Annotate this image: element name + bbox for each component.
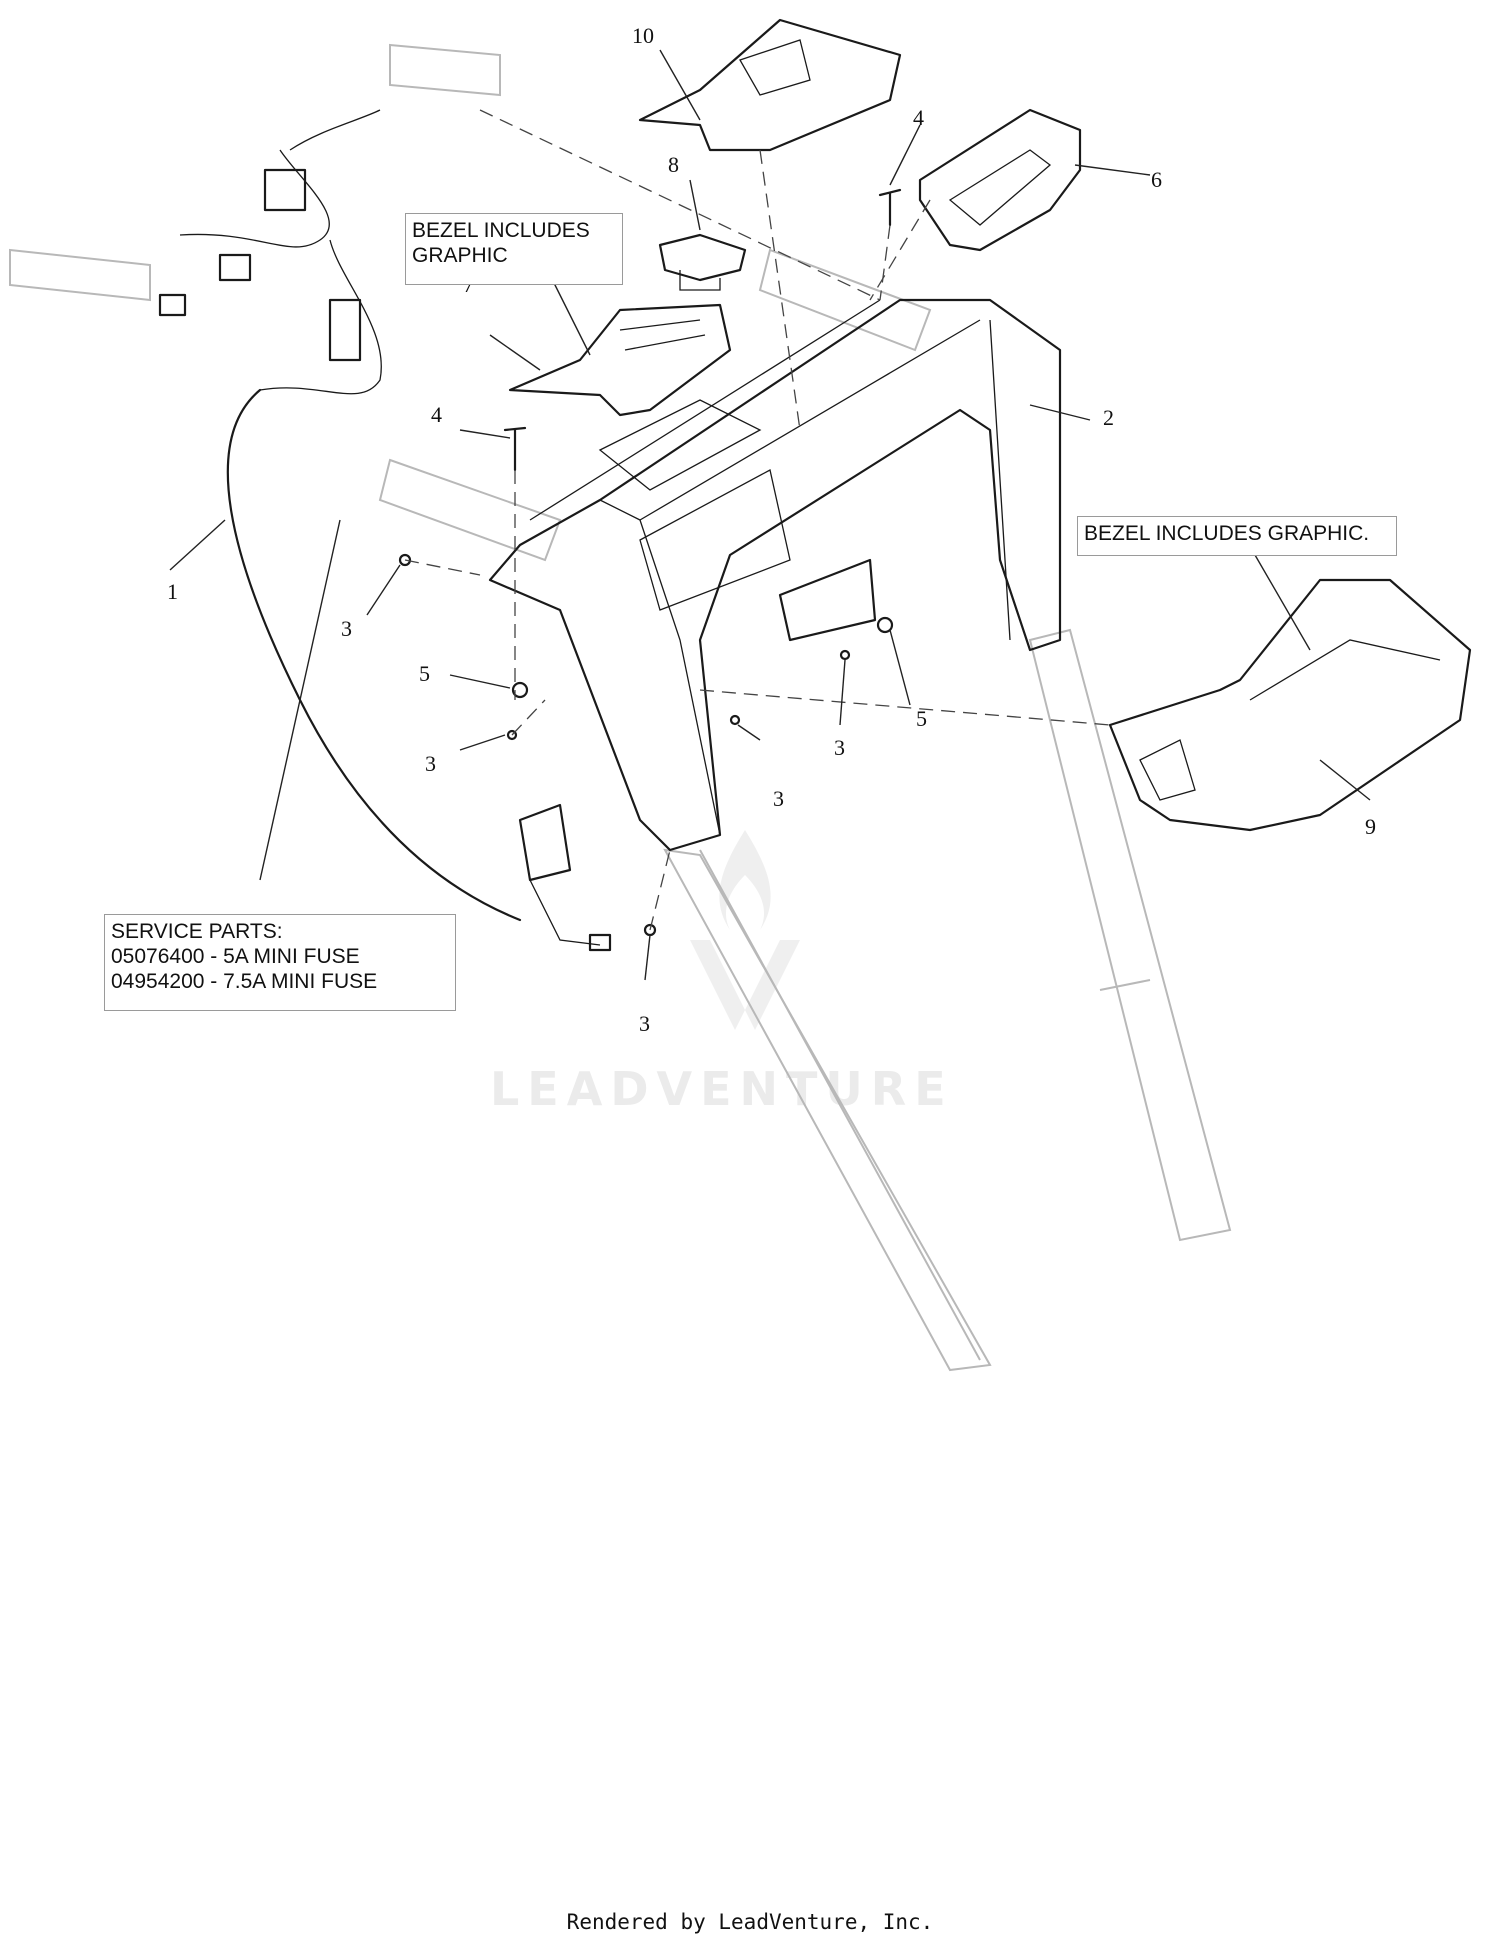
callout-numbers: 10 4 8 6 7 4 2 1 3 5 3 3 3 5 9 3 bbox=[167, 23, 1376, 1036]
watermark-text: LEADVENTURE bbox=[490, 1062, 954, 1116]
callout-1: 1 bbox=[167, 579, 178, 604]
note-bezel-includes-graphic-top: BEZEL INCLUDES GRAPHIC bbox=[405, 213, 623, 285]
callout-4-top: 4 bbox=[913, 105, 924, 130]
leader-lines bbox=[169, 49, 1371, 981]
callout-3-d: 3 bbox=[773, 786, 784, 811]
callout-3-b: 3 bbox=[425, 751, 436, 776]
note-line: GRAPHIC bbox=[412, 244, 508, 267]
bezel-part-9 bbox=[1108, 578, 1472, 832]
handle-panel-part-2 bbox=[488, 298, 1062, 852]
callout-3-c: 3 bbox=[834, 735, 845, 760]
ghost-handle-tubes bbox=[9, 43, 1232, 1372]
callout-3-e: 3 bbox=[639, 1011, 650, 1036]
callout-5-right: 5 bbox=[916, 706, 927, 731]
note-bezel-includes-graphic-right: BEZEL INCLUDES GRAPHIC. bbox=[1077, 516, 1397, 556]
switch-part-8 bbox=[658, 233, 747, 291]
note-service-parts: SERVICE PARTS: 05076400 - 5A MINI FUSE 0… bbox=[104, 914, 456, 1011]
callout-2: 2 bbox=[1103, 405, 1114, 430]
bezel-part-7 bbox=[508, 303, 732, 417]
assembly-lines bbox=[404, 109, 1111, 931]
note-line: 04954200 - 7.5A MINI FUSE bbox=[111, 970, 378, 993]
hardware-fasteners bbox=[398, 188, 902, 937]
note-line: BEZEL INCLUDES GRAPHIC. bbox=[1084, 522, 1370, 545]
callout-5-left: 5 bbox=[419, 661, 430, 686]
bezel-part-6 bbox=[918, 108, 1082, 252]
leadventure-logo-watermark bbox=[690, 830, 800, 1030]
callout-3-a: 3 bbox=[341, 616, 352, 641]
callout-6: 6 bbox=[1151, 167, 1162, 192]
note-line: BEZEL INCLUDES bbox=[412, 219, 590, 242]
bezel-part-10 bbox=[638, 18, 902, 152]
footer-credit: Rendered by LeadVenture, Inc. bbox=[566, 1910, 934, 1934]
callout-4-mid: 4 bbox=[431, 402, 442, 427]
note-line: 05076400 - 5A MINI FUSE bbox=[111, 945, 360, 968]
callout-9: 9 bbox=[1365, 814, 1376, 839]
callout-10: 10 bbox=[632, 23, 654, 48]
callout-8: 8 bbox=[668, 152, 679, 177]
note-line: SERVICE PARTS: bbox=[111, 920, 283, 943]
